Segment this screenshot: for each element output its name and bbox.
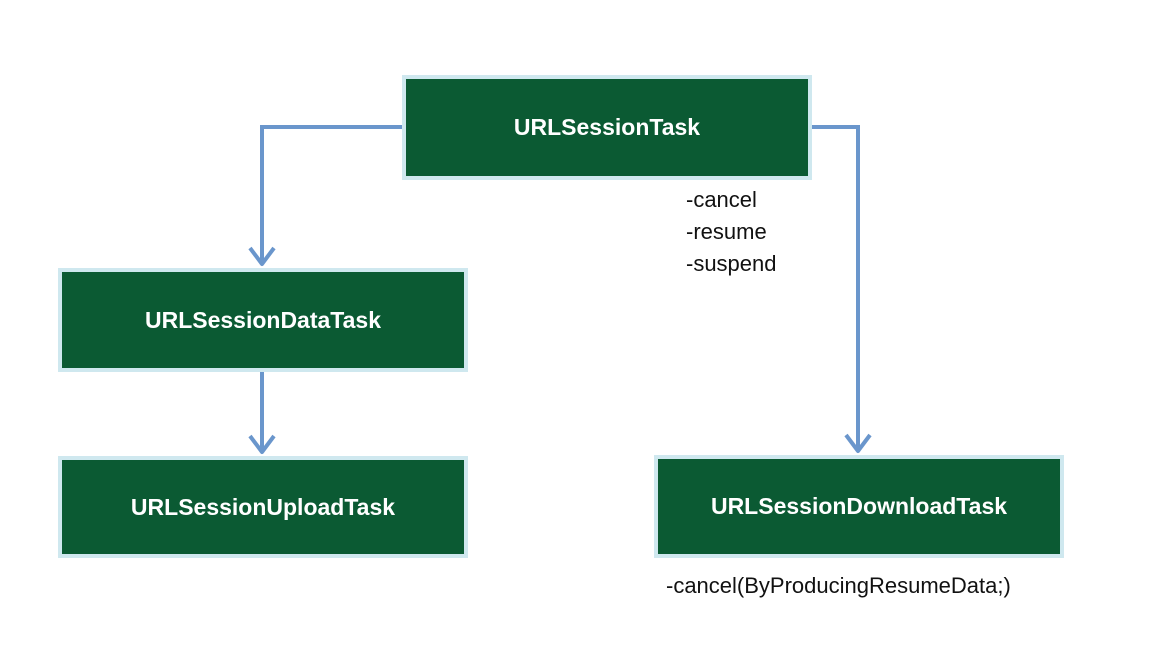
method-item: -suspend	[686, 251, 777, 276]
node-label: URLSessionDataTask	[144, 306, 382, 333]
node-urlsessionuploadtask: URLSessionUploadTask	[58, 456, 468, 558]
download-task-methods: -cancel(ByProducingResumeData;)	[666, 570, 1011, 602]
node-urlsessiondatatask: URLSessionDataTask	[58, 268, 468, 372]
method-item: -cancel(ByProducingResumeData;)	[666, 573, 1011, 598]
arrowhead-download	[844, 433, 872, 453]
edge-task-to-data	[260, 125, 402, 262]
node-label: URLSessionTask	[513, 114, 701, 140]
arrowhead-upload	[248, 434, 276, 454]
node-label: URLSessionUploadTask	[130, 493, 396, 520]
node-urlsessiontask: URLSessionTask	[402, 75, 812, 180]
edge-task-to-download	[812, 125, 860, 449]
session-task-methods: -cancel -resume -suspend	[686, 184, 777, 280]
arrowhead-data	[248, 246, 276, 266]
method-item: -resume	[686, 219, 767, 244]
node-urlsessiondownloadtask: URLSessionDownloadTask	[654, 455, 1064, 558]
method-item: -cancel	[686, 187, 757, 212]
node-label: URLSessionDownloadTask	[710, 493, 1008, 519]
